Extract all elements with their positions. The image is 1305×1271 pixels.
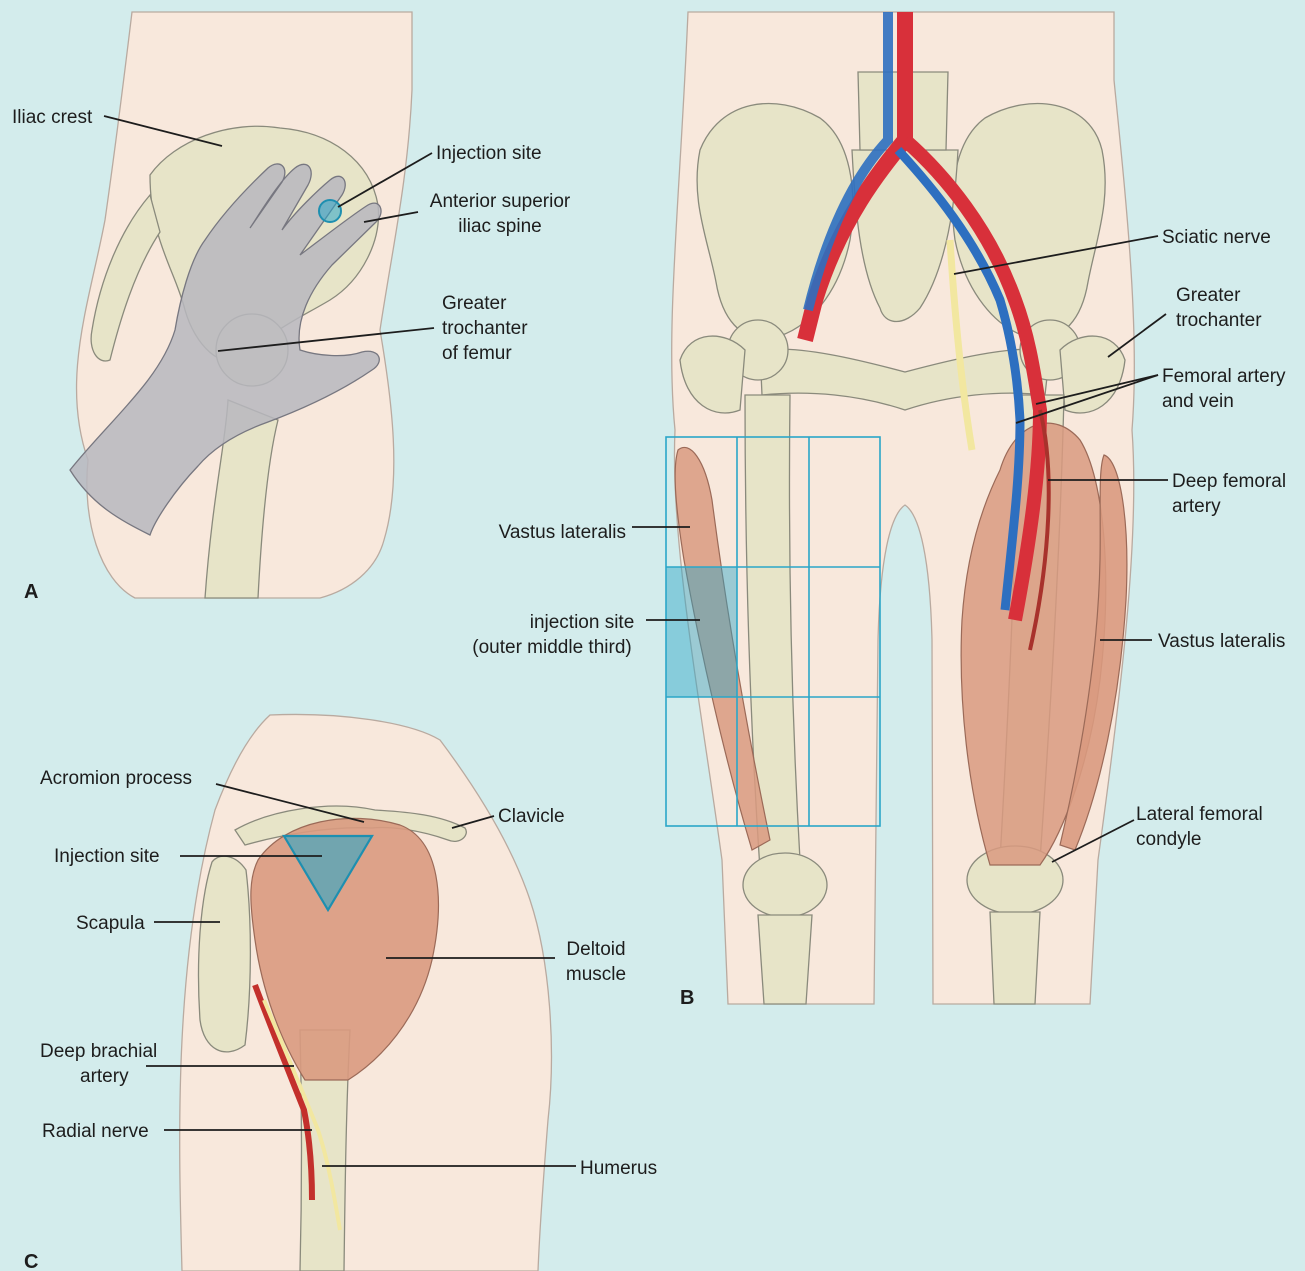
- label-greater-trochanter-1: Greater: [1176, 285, 1241, 306]
- label-scapula: Scapula: [76, 913, 145, 934]
- label-radial-nerve: Radial nerve: [42, 1121, 149, 1142]
- label-injection-site-c: Injection site: [54, 846, 160, 867]
- panel-letter-b: B: [680, 987, 694, 1009]
- label-injection-site-a: Injection site: [436, 143, 542, 164]
- label-deep-femoral-2: artery: [1172, 496, 1221, 517]
- panel-c-illustration: [146, 714, 576, 1271]
- label-femoral-1: Femoral artery: [1162, 366, 1286, 387]
- tibia-left: [758, 915, 812, 1004]
- label-iliac-crest: Iliac crest: [12, 107, 93, 128]
- injection-site-a-marker: [319, 200, 341, 222]
- label-greater-trochanter-2: trochanter: [1176, 310, 1262, 331]
- label-deep-brachial-1: Deep brachial: [40, 1041, 157, 1062]
- label-gt-femur-2: trochanter: [442, 318, 528, 339]
- label-deltoid-2: muscle: [566, 964, 626, 985]
- knee-left: [743, 853, 827, 917]
- panel-letter-a: A: [24, 581, 38, 603]
- panel-b-illustration: [632, 12, 1168, 1004]
- label-gt-femur-3: of femur: [442, 343, 512, 364]
- label-asis-1: Anterior superior: [430, 191, 571, 212]
- panel-letter-c: C: [24, 1251, 38, 1271]
- scapula: [199, 856, 251, 1052]
- label-acromion: Acromion process: [40, 768, 192, 789]
- label-gt-femur-1: Greater: [442, 293, 507, 314]
- injection-site-b-highlight: [666, 567, 737, 697]
- label-lateral-condyle-2: condyle: [1136, 829, 1202, 850]
- label-asis-2: iliac spine: [458, 216, 541, 237]
- label-vastus-lateralis-left: Vastus lateralis: [499, 522, 626, 543]
- label-deltoid-1: Deltoid: [566, 939, 625, 960]
- tibia-right: [990, 912, 1040, 1004]
- label-injection-site-b-1: injection site: [530, 612, 635, 633]
- label-humerus: Humerus: [580, 1158, 657, 1179]
- label-deep-femoral-1: Deep femoral: [1172, 471, 1286, 492]
- label-femoral-2: and vein: [1162, 391, 1234, 412]
- label-clavicle: Clavicle: [498, 806, 565, 827]
- label-lateral-condyle-1: Lateral femoral: [1136, 804, 1263, 825]
- panel-a-illustration: [70, 12, 434, 598]
- label-deep-brachial-2: artery: [80, 1066, 129, 1087]
- label-sciatic-nerve: Sciatic nerve: [1162, 227, 1271, 248]
- label-vastus-lateralis-right: Vastus lateralis: [1158, 631, 1285, 652]
- label-injection-site-b-2: (outer middle third): [472, 637, 631, 658]
